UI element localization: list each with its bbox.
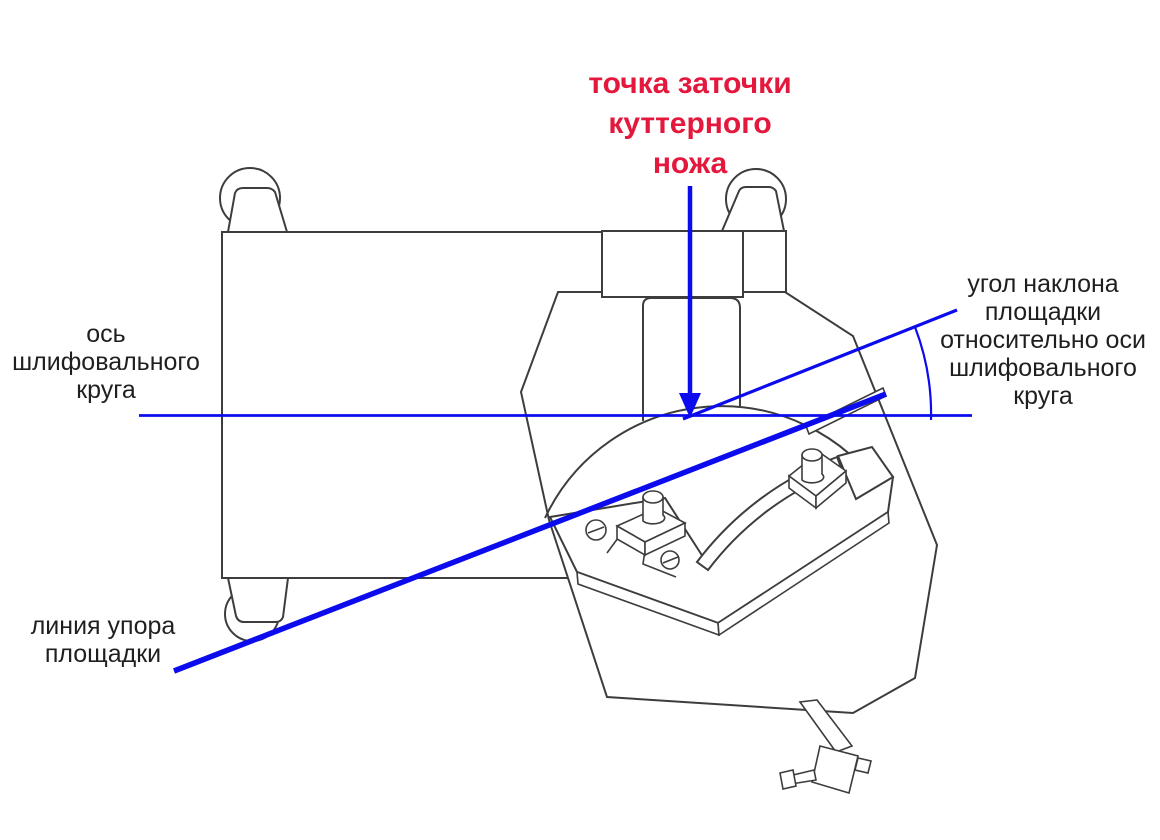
platform-angle-label-line4: шлифовального: [949, 354, 1137, 382]
adjuster-rod: [798, 699, 854, 753]
clamp-screw-left-slot: [587, 526, 605, 534]
platform-angle-label-line3: относительно оси: [940, 326, 1146, 354]
sharpening-point-label-line3: ножа: [652, 147, 728, 180]
platform-angle-label-line5: круга: [1013, 382, 1073, 410]
adjuster-tab: [854, 757, 872, 774]
platform-angle-label-line2: площадки: [984, 298, 1102, 326]
pin-block-1-side: [644, 521, 686, 557]
tool-rest-band-cap: [836, 445, 895, 501]
annotations: [139, 186, 972, 674]
platform-angle-label-line1: угол наклона: [967, 270, 1119, 298]
pin-2-top: [801, 448, 823, 462]
sharpening-point-label: точка заточки куттерного ножа: [540, 64, 840, 184]
platform-angle-label: угол наклона площадки относительно оси ш…: [918, 270, 1160, 410]
wheel-axis-label-line1: ось: [86, 320, 126, 348]
foot-mount: [226, 577, 290, 623]
wheel-axis-label: ось шлифовального круга: [0, 320, 212, 404]
housing-octagon: [519, 291, 939, 715]
top-block-right: [742, 230, 787, 293]
pin-1-top: [642, 490, 664, 504]
pin-block-2-side: [815, 469, 847, 510]
platform-stop-line-label: линия упора площадки: [0, 612, 206, 668]
adjuster-handle-cap: [779, 769, 797, 790]
grinding-wheel-arc: [544, 405, 884, 519]
grinding-housing: [519, 230, 939, 715]
top-block: [601, 230, 744, 298]
platform-stop-line-mark: [173, 391, 887, 674]
wheel-axis-label-line3: круга: [76, 376, 136, 404]
platform-tilt-line: [682, 308, 958, 421]
plate-front-face-right: [717, 510, 890, 637]
platform-assembly: [548, 386, 895, 637]
wheel-axis-label-line2: шлифовального: [12, 348, 200, 376]
clamp-screw-right-slot: [662, 556, 679, 564]
angle-arc: [913, 326, 933, 421]
platform-stop-line-label-line2: площадки: [44, 640, 162, 668]
pin-1-body: [642, 496, 666, 525]
down-arrow-icon: [679, 186, 701, 418]
adjuster-assembly: [779, 699, 872, 795]
sharpening-point-label-line1: точка заточки: [588, 67, 792, 100]
right-ear-mount: [720, 186, 786, 232]
left-ear-mount: [226, 187, 289, 233]
pin-2-body: [801, 454, 825, 484]
sharpening-point-label-line2: куттерного: [608, 107, 772, 140]
platform-stop-line-label-line1: линия упора: [30, 612, 176, 640]
adjuster-block: [811, 745, 859, 795]
